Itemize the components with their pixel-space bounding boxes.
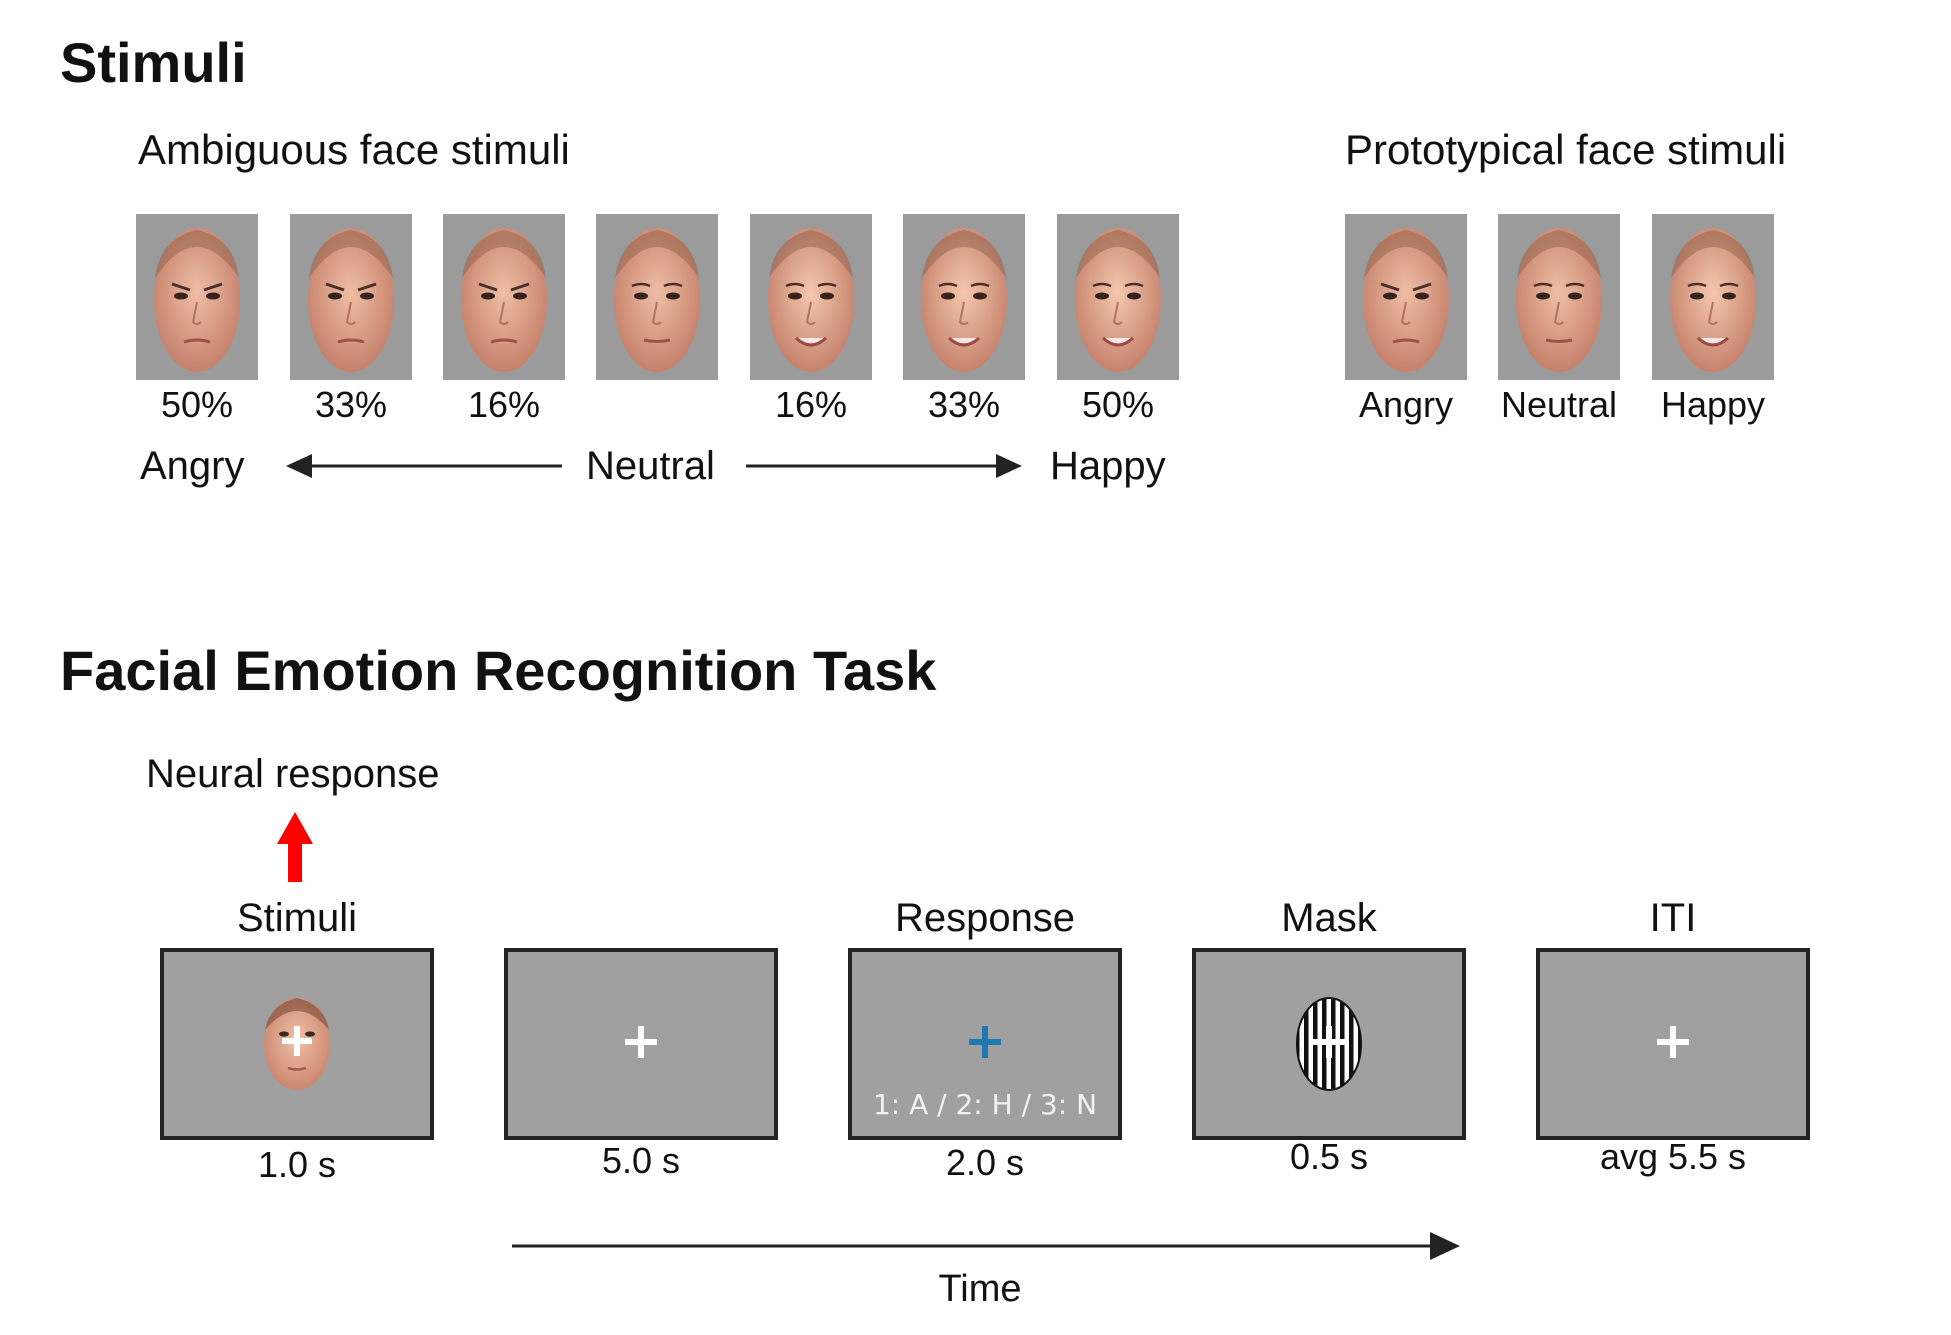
angry-face-image [443,214,565,380]
screen-fixation [504,948,778,1140]
intensity-label: 16% [467,384,541,425]
axis-right-label: Happy [1050,444,1166,488]
happy-face-image [1057,214,1179,380]
prototypical-heading: Prototypical face stimuli [1345,126,1787,173]
neural-response-label: Neural response [146,752,440,796]
neutral-face-image [1498,214,1620,380]
duration-mask: 0.5 s [1289,1136,1369,1177]
stimuli-section-title: Stimuli [60,31,247,94]
duration-iti: avg 5.5 s [1599,1136,1747,1177]
duration-response: 2.0 s [945,1142,1025,1183]
intensity-label: 50% [160,384,234,425]
axis-left-label: Angry [140,444,245,488]
screen-stimuli [160,948,434,1140]
fixation-cross-icon [625,1026,657,1058]
intensity-label: 50% [1081,384,1155,425]
neural-response-arrow [277,812,313,882]
response-key-mapping: 1: A / 2: H / 3: N [872,1088,1098,1121]
happy-face-image [750,214,872,380]
angry-face-image [1345,214,1467,380]
left-arrow-head [286,454,312,478]
screen-label-stimuli: Stimuli [236,896,358,940]
screen-label-response: Response [894,896,1076,940]
time-arrow-head [1430,1232,1460,1260]
time-arrow [512,1232,1460,1260]
time-label: Time [938,1268,1022,1310]
screen-label-mask: Mask [1281,896,1377,940]
small-face-icon [264,998,330,1090]
happy-face-image [903,214,1025,380]
happy-face-image [1652,214,1774,380]
task-section-title: Facial Emotion Recognition Task [60,639,937,702]
intensity-label: 16% [774,384,848,425]
prototype-label: Happy [1660,384,1766,425]
right-arrow-head [996,454,1022,478]
striped-mask-icon [1296,997,1362,1091]
duration-delay: 5.0 s [601,1140,681,1181]
blue-fixation-cross-icon [969,1026,1001,1058]
neutral-face-image [596,214,718,380]
red-up-arrow [277,812,313,882]
prototype-label: Angry [1358,384,1454,425]
axis-center-label: Neutral [586,444,715,488]
iti-fixation-cross-icon [1657,1026,1689,1058]
intensity-label: 33% [927,384,1001,425]
screen-response: 1: A / 2: H / 3: N [848,948,1122,1140]
screen-mask [1192,948,1466,1140]
duration-stimuli: 1.0 s [257,1144,337,1185]
angry-face-image [136,214,258,380]
intensity-label: 33% [314,384,388,425]
emotion-axis-arrows [286,454,1022,478]
screen-iti [1536,948,1810,1140]
screen-label-iti: ITI [1649,896,1697,940]
prototype-label: Neutral [1500,384,1618,425]
ambiguous-heading: Ambiguous face stimuli [138,126,570,173]
angry-face-image [290,214,412,380]
